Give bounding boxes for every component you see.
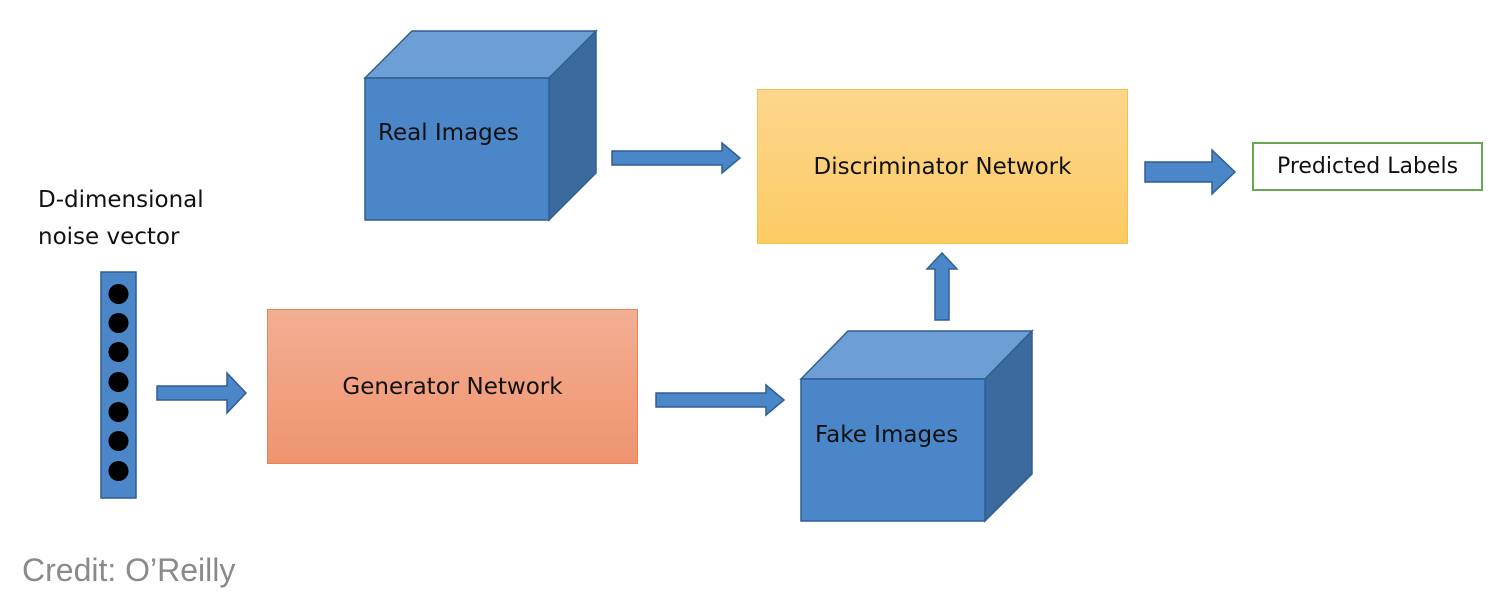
generator-network-label: Generator Network [342, 373, 563, 400]
noise-dot [108, 461, 129, 481]
noise-dot [108, 402, 129, 422]
noise-vector-label: D-dimensional noise vector [38, 182, 204, 256]
fake-images-label: Fake Images [815, 422, 959, 448]
arrow-generator-to-fake [655, 383, 786, 417]
arrow-discriminator-to-labels [1144, 148, 1237, 196]
noise-dot [108, 372, 129, 392]
noise-dot [108, 284, 129, 304]
noise-vector-label-line1: D-dimensional [38, 187, 204, 213]
fake-images-cube-front [800, 378, 986, 522]
noise-dot [108, 431, 129, 451]
predicted-labels-label: Predicted Labels [1276, 154, 1459, 179]
arrow-noise-to-generator [156, 371, 248, 415]
real-images-label: Real Images [378, 120, 519, 146]
credit-text: Credit: O’Reilly [22, 552, 236, 588]
arrow-real-to-discriminator [611, 141, 742, 175]
arrow-fake-to-discriminator [925, 251, 959, 321]
discriminator-network-label: Discriminator Network [813, 153, 1072, 180]
real-images-cube [363, 29, 598, 222]
noise-vector-label-line2: noise vector [38, 224, 180, 250]
noise-dot [108, 313, 129, 333]
noise-vector [100, 271, 137, 499]
discriminator-network-box: Discriminator Network [757, 89, 1128, 244]
predicted-labels-box: Predicted Labels [1252, 142, 1483, 191]
real-images-cube-front [364, 77, 550, 221]
fake-images-cube [799, 329, 1034, 523]
generator-network-box: Generator Network [267, 309, 638, 464]
noise-dot [108, 342, 129, 362]
